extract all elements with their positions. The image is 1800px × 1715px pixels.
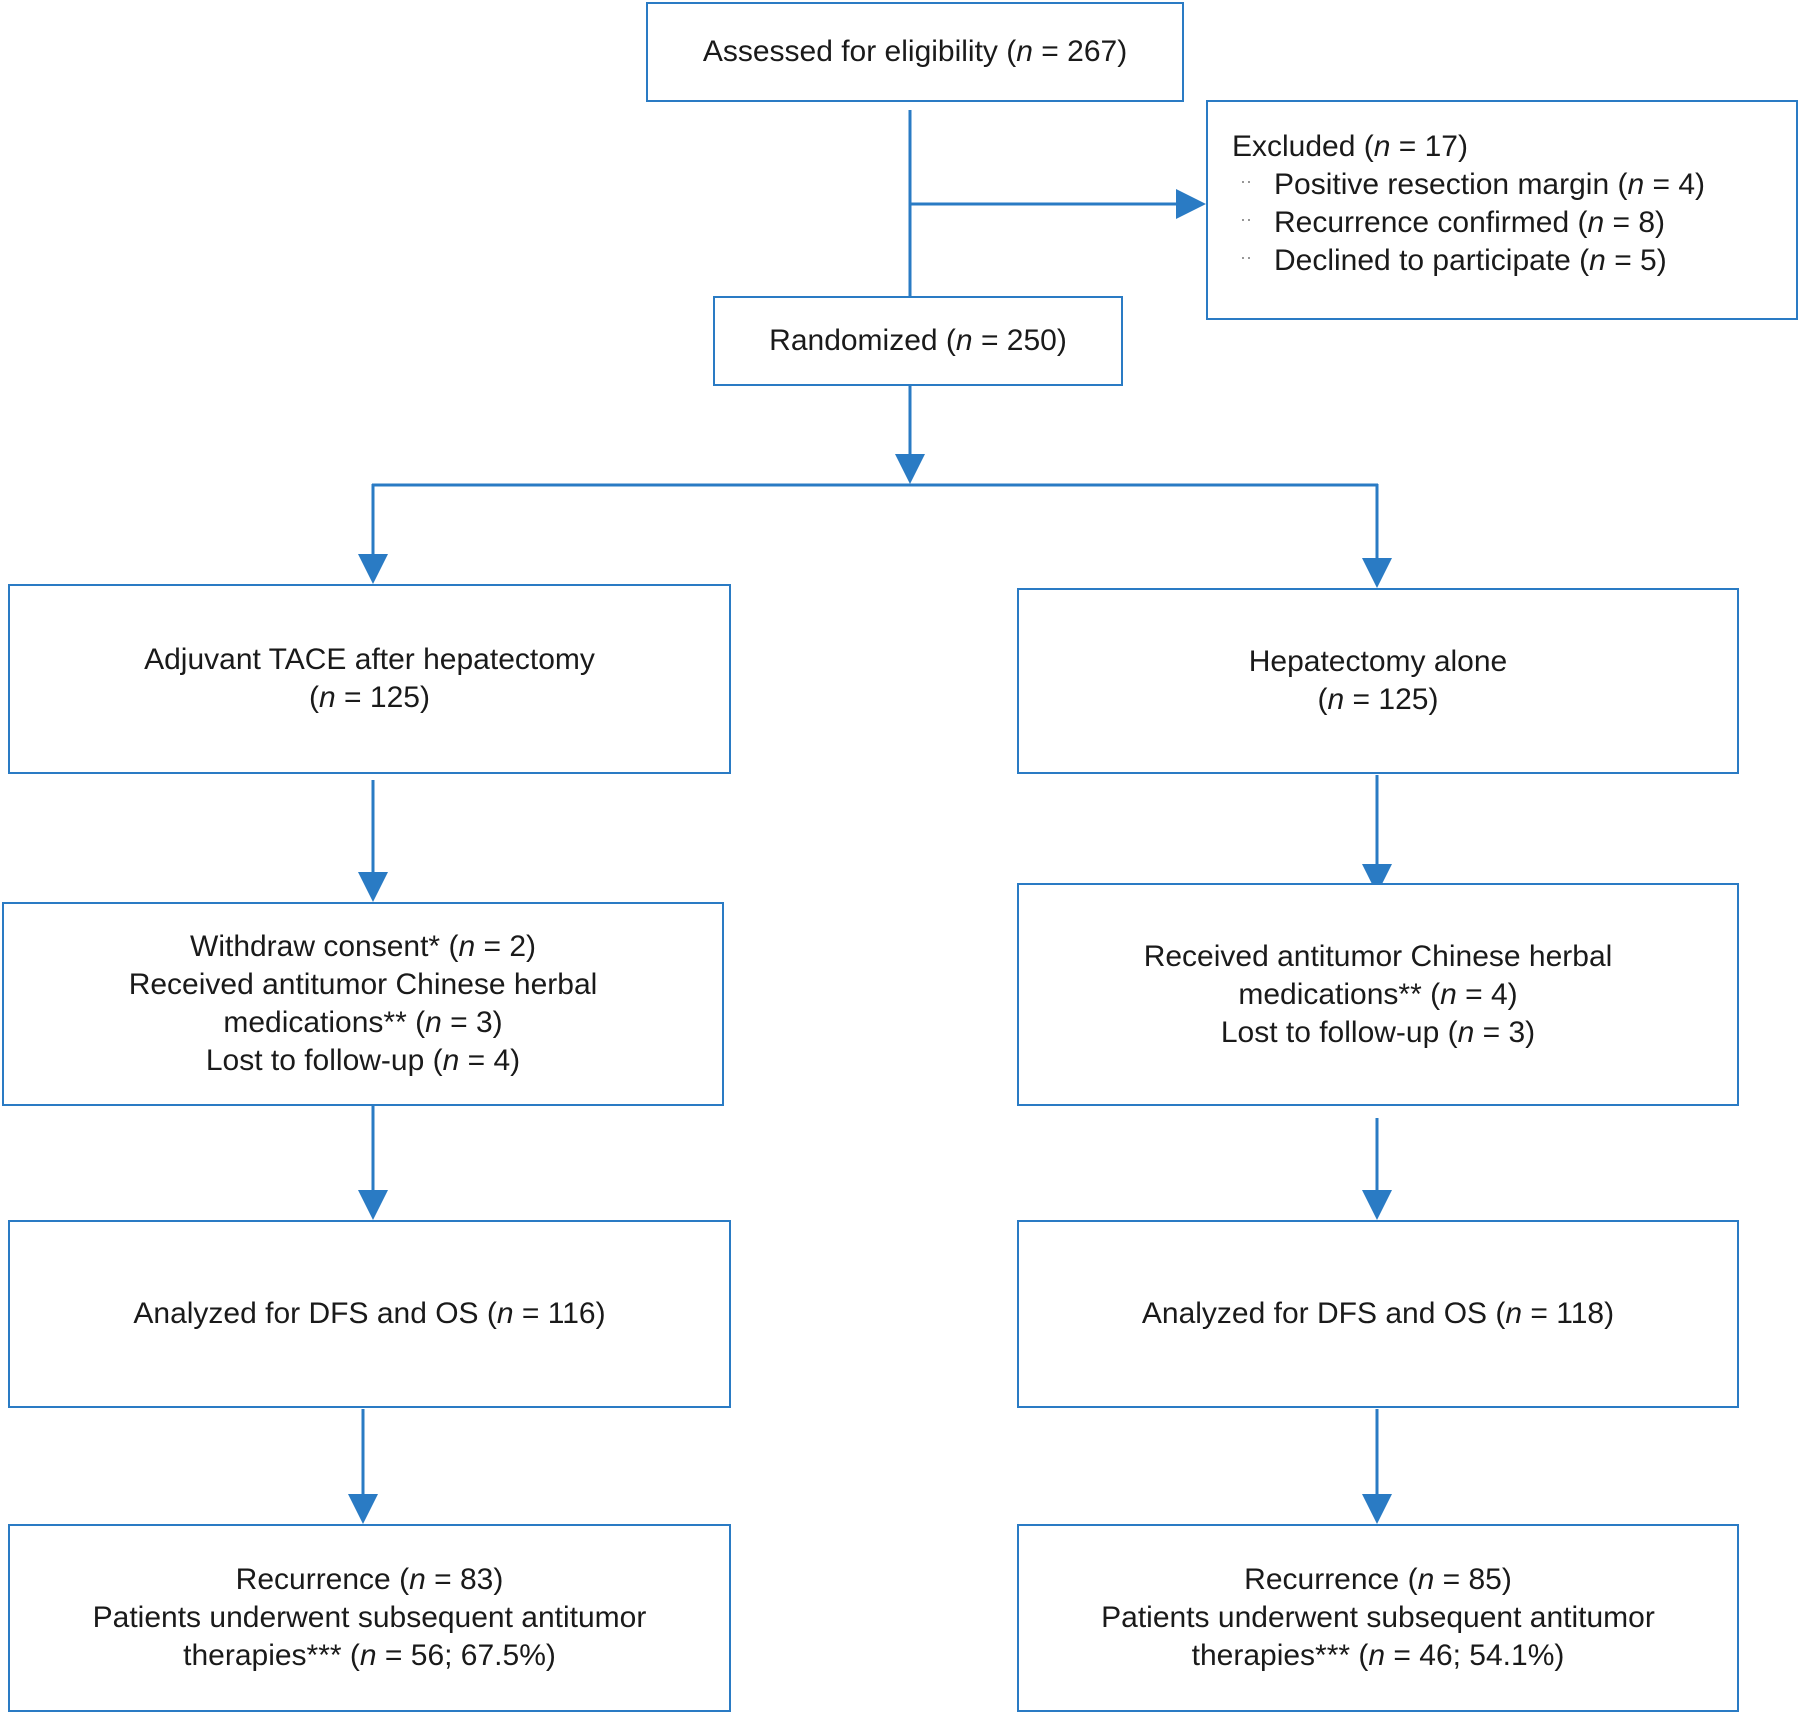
excluded-title: Excluded (n = 17) — [1232, 130, 1468, 163]
right-recurrence-count: Recurrence (n = 85) — [1244, 1563, 1512, 1596]
assessed-text: Assessed for eligibility (n = 267) — [702, 35, 1128, 68]
bullet-icon: ·· — [1240, 171, 1252, 191]
left-arm-count: (n = 125) — [309, 681, 430, 714]
assessed-box: Assessed for eligibility (n = 267) — [646, 2, 1184, 102]
left-herbal-line2: medications** (n = 3) — [223, 1006, 503, 1039]
left-lost-followup: Lost to follow-up (n = 4) — [205, 1044, 521, 1077]
excluded-box: Excluded (n = 17) ··Positive resection m… — [1206, 100, 1798, 320]
left-recurrence-box: Recurrence (n = 83) Patients underwent s… — [8, 1524, 731, 1712]
randomized-box: Randomized (n = 250) — [713, 296, 1123, 386]
left-withdraw-consent: Withdraw consent* (n = 2) — [190, 930, 536, 963]
right-herbal-line1: Received antitumor Chinese herbal — [1143, 939, 1613, 973]
left-subsequent-line1: Patients underwent subsequent antitumor — [92, 1601, 647, 1634]
left-recurrence-count: Recurrence (n = 83) — [235, 1563, 504, 1596]
right-herbal-line2: medications** (n = 4) — [1238, 977, 1518, 1011]
right-lost-followup: Lost to follow-up (n = 3) — [1220, 1015, 1536, 1049]
randomized-text: Randomized (n = 250) — [769, 324, 1067, 357]
left-analyzed-text: Analyzed for DFS and OS (n = 116) — [133, 1297, 606, 1330]
excluded-item-recurrence: ··Recurrence confirmed (n = 8) — [1232, 204, 1665, 242]
right-subsequent-line2: therapies*** (n = 46; 54.1%) — [1191, 1639, 1565, 1672]
right-subsequent-line1: Patients underwent subsequent antitumor — [1101, 1601, 1655, 1634]
left-arm-title: Adjuvant TACE after hepatectomy — [144, 643, 595, 676]
left-arm-box: Adjuvant TACE after hepatectomy (n = 125… — [8, 584, 731, 774]
right-arm-box: Hepatectomy alone (n = 125) — [1017, 588, 1739, 774]
right-analyzed-text: Analyzed for DFS and OS (n = 118) — [1141, 1297, 1615, 1330]
right-arm-count: (n = 125) — [1317, 683, 1439, 716]
excluded-item-positive-margin: ··Positive resection margin (n = 4) — [1232, 166, 1705, 204]
left-herbal-line1: Received antitumor Chinese herbal — [128, 968, 598, 1001]
excluded-item-declined: ··Declined to participate (n = 5) — [1232, 242, 1667, 280]
bullet-icon: ·· — [1240, 247, 1252, 267]
right-analyzed-box: Analyzed for DFS and OS (n = 118) — [1017, 1220, 1739, 1408]
left-subsequent-line2: therapies*** (n = 56; 67.5%) — [183, 1639, 556, 1672]
left-dropouts-box: Withdraw consent* (n = 2) Received antit… — [2, 902, 724, 1106]
bullet-icon: ·· — [1240, 209, 1252, 229]
right-recurrence-box: Recurrence (n = 85) Patients underwent s… — [1017, 1524, 1739, 1712]
right-arm-title: Hepatectomy alone — [1248, 645, 1508, 678]
right-dropouts-box: Received antitumor Chinese herbal medica… — [1017, 883, 1739, 1106]
left-analyzed-box: Analyzed for DFS and OS (n = 116) — [8, 1220, 731, 1408]
